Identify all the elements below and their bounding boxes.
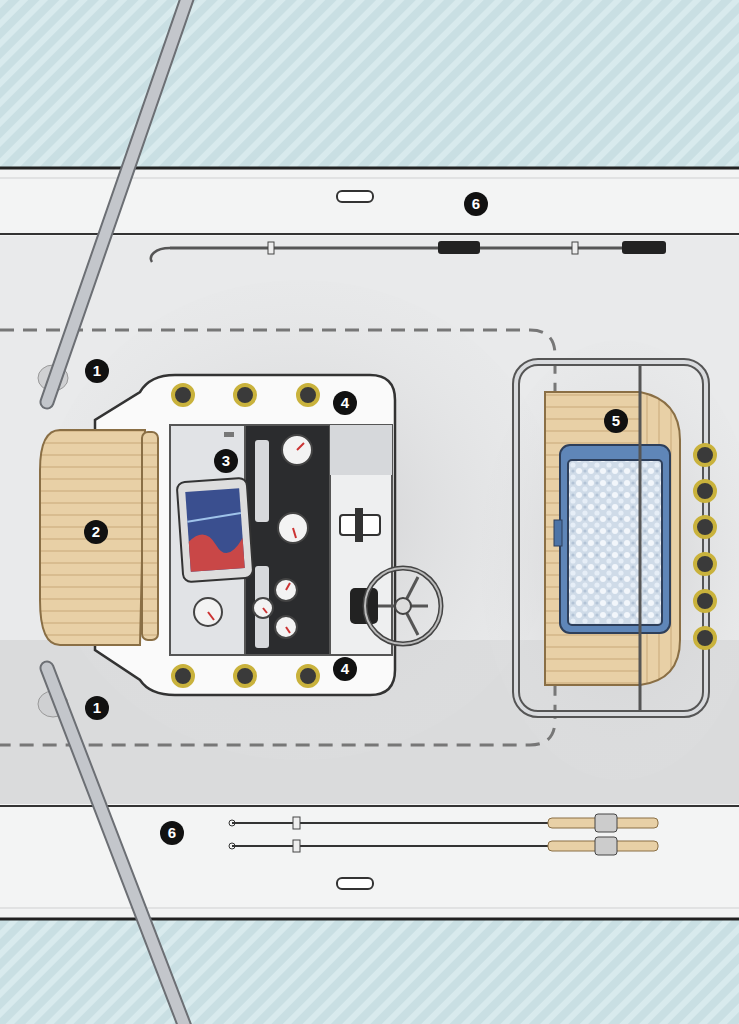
callout-number: 1 bbox=[85, 696, 109, 720]
callout-number: 6 bbox=[464, 192, 488, 216]
hull bbox=[0, 168, 739, 920]
cleat bbox=[337, 878, 373, 889]
callout-number: 3 bbox=[214, 449, 238, 473]
rod-holders bbox=[173, 385, 318, 686]
callout-number: 2 bbox=[84, 520, 108, 544]
cleat bbox=[337, 191, 373, 202]
console bbox=[40, 375, 441, 695]
rod-holders bbox=[695, 445, 715, 648]
callout-number: 4 bbox=[333, 391, 357, 415]
callout-number: 4 bbox=[333, 657, 357, 681]
fishing-rods bbox=[229, 814, 658, 855]
callout-number: 1 bbox=[85, 359, 109, 383]
dashed-outline bbox=[0, 330, 555, 745]
gaff bbox=[151, 241, 666, 262]
leaning-post bbox=[516, 362, 706, 714]
callout-number: 5 bbox=[604, 409, 628, 433]
callout-number: 6 bbox=[160, 821, 184, 845]
